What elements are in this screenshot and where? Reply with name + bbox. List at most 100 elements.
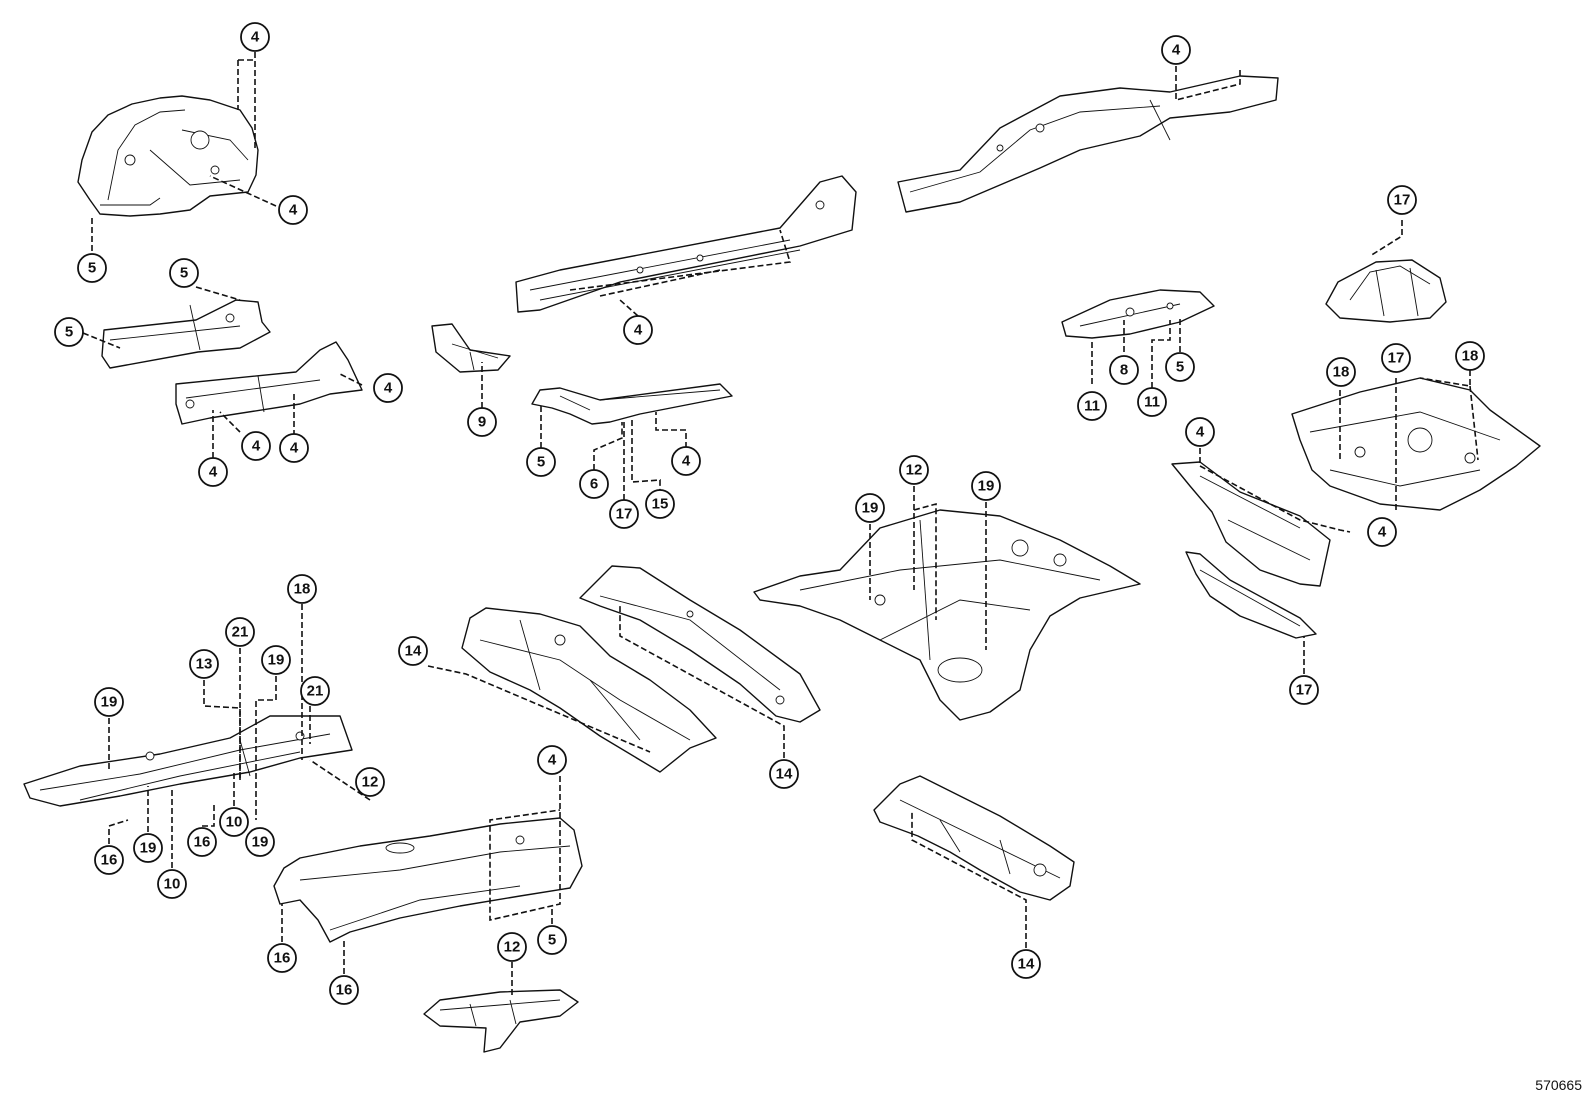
svg-text:16: 16 — [336, 982, 353, 999]
svg-text:16: 16 — [194, 834, 211, 851]
svg-text:4: 4 — [634, 322, 643, 339]
front-floor-pan-left-part — [461, 607, 717, 773]
callout-6[interactable]: 6 — [579, 469, 609, 499]
callout-19[interactable]: 19 — [855, 493, 885, 523]
callout-19[interactable]: 19 — [261, 645, 291, 675]
callout-16[interactable]: 16 — [267, 943, 297, 973]
callout-19[interactable]: 19 — [94, 687, 124, 717]
svg-text:4: 4 — [384, 380, 393, 397]
svg-text:11: 11 — [1084, 398, 1100, 415]
callout-4[interactable]: 4 — [279, 433, 309, 463]
callout-11[interactable]: 11 — [1137, 387, 1167, 417]
parts-layer — [23, 75, 1541, 1053]
svg-text:14: 14 — [776, 766, 793, 783]
svg-text:5: 5 — [548, 932, 556, 949]
floor-sill-reinforcement-part — [531, 383, 733, 425]
svg-text:19: 19 — [252, 834, 269, 851]
svg-text:5: 5 — [65, 324, 73, 341]
center-floor-pan-part — [753, 509, 1141, 721]
svg-text:17: 17 — [1394, 192, 1411, 209]
callout-12[interactable]: 12 — [355, 767, 385, 797]
front-floor-panel-part — [23, 715, 353, 807]
diagram-reference-code: 570665 — [1535, 1077, 1582, 1093]
callout-4[interactable]: 4 — [1161, 35, 1191, 65]
front-floor-side-member-part — [579, 565, 821, 723]
callout-17[interactable]: 17 — [1387, 185, 1417, 215]
cowl-top-panel-part — [1061, 289, 1215, 339]
svg-text:9: 9 — [478, 414, 486, 431]
callout-4[interactable]: 4 — [278, 195, 308, 225]
rear-floor-side-member-part — [897, 75, 1279, 213]
rear-floor-crossmember-part — [873, 775, 1075, 901]
callout-15[interactable]: 15 — [645, 489, 675, 519]
svg-text:4: 4 — [290, 440, 299, 457]
callout-5[interactable]: 5 — [54, 317, 84, 347]
callout-16[interactable]: 16 — [329, 975, 359, 1005]
callout-18[interactable]: 18 — [287, 574, 317, 604]
callout-16[interactable]: 16 — [187, 827, 217, 857]
rear-body-panel-upper-part — [1171, 461, 1331, 587]
callout-9[interactable]: 9 — [467, 407, 497, 437]
callout-4[interactable]: 4 — [198, 457, 228, 487]
rear-floor-pan-part — [1325, 259, 1447, 323]
callout-5[interactable]: 5 — [537, 925, 567, 955]
svg-text:17: 17 — [1388, 350, 1405, 367]
svg-text:12: 12 — [906, 462, 923, 479]
callout-4[interactable]: 4 — [240, 22, 270, 52]
svg-text:4: 4 — [1196, 424, 1205, 441]
callout-4[interactable]: 4 — [623, 315, 653, 345]
callout-4[interactable]: 4 — [1185, 417, 1215, 447]
callout-5[interactable]: 5 — [1165, 352, 1195, 382]
svg-text:15: 15 — [652, 496, 669, 513]
callout-4[interactable]: 4 — [671, 446, 701, 476]
svg-text:19: 19 — [101, 694, 118, 711]
svg-text:16: 16 — [101, 852, 118, 869]
front-floor-crossmember-part — [423, 989, 579, 1053]
leader-lines-layer — [82, 52, 1479, 996]
callout-4[interactable]: 4 — [241, 431, 271, 461]
svg-text:4: 4 — [1172, 42, 1181, 59]
svg-text:11: 11 — [1144, 394, 1160, 411]
svg-text:18: 18 — [1333, 364, 1350, 381]
callout-14[interactable]: 14 — [398, 636, 428, 666]
callout-17[interactable]: 17 — [1289, 675, 1319, 705]
callout-5[interactable]: 5 — [169, 258, 199, 288]
callout-5[interactable]: 5 — [526, 447, 556, 477]
rocker-panel-inner-part — [515, 175, 857, 313]
dash-panel-part — [273, 817, 583, 943]
callout-8[interactable]: 8 — [1109, 355, 1139, 385]
callout-16[interactable]: 16 — [94, 845, 124, 875]
callout-21[interactable]: 21 — [225, 617, 255, 647]
svg-text:12: 12 — [504, 939, 521, 956]
front-side-member-lower-part — [175, 341, 363, 425]
callout-21[interactable]: 21 — [300, 676, 330, 706]
svg-text:5: 5 — [180, 265, 188, 282]
callout-4[interactable]: 4 — [373, 373, 403, 403]
callout-17[interactable]: 17 — [609, 499, 639, 529]
callouts-layer: 4 4 5 5 5 4 4 4 4 9 4 5 6 17 15 4 4 17 1… — [54, 22, 1485, 1005]
callout-12[interactable]: 12 — [497, 932, 527, 962]
svg-text:18: 18 — [294, 581, 311, 598]
callout-19[interactable]: 19 — [133, 833, 163, 863]
callout-19[interactable]: 19 — [971, 471, 1001, 501]
callout-18[interactable]: 18 — [1326, 357, 1356, 387]
svg-text:21: 21 — [307, 683, 324, 700]
callout-12[interactable]: 12 — [899, 455, 929, 485]
callout-11[interactable]: 11 — [1077, 391, 1107, 421]
callout-17[interactable]: 17 — [1381, 343, 1411, 373]
callout-18[interactable]: 18 — [1455, 341, 1485, 371]
callout-4[interactable]: 4 — [1367, 517, 1397, 547]
svg-text:12: 12 — [362, 774, 379, 791]
callout-10[interactable]: 10 — [219, 807, 249, 837]
callout-13[interactable]: 13 — [189, 649, 219, 679]
callout-14[interactable]: 14 — [769, 759, 799, 789]
callout-19[interactable]: 19 — [245, 827, 275, 857]
callout-5[interactable]: 5 — [77, 253, 107, 283]
svg-text:14: 14 — [1018, 956, 1035, 973]
front-bracket-part — [431, 323, 511, 373]
callout-14[interactable]: 14 — [1011, 949, 1041, 979]
front-side-member-upper-part — [101, 299, 271, 369]
callout-10[interactable]: 10 — [157, 869, 187, 899]
callout-4[interactable]: 4 — [537, 745, 567, 775]
